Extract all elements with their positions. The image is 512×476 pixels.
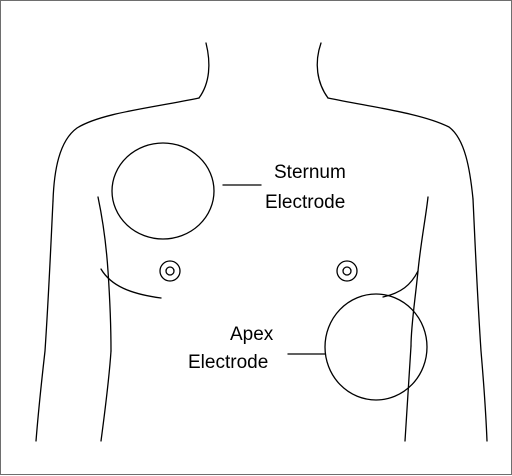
left-nipple-outer (160, 261, 180, 281)
sternum-label-line2: Electrode (265, 192, 345, 213)
right-nipple-outer (337, 261, 357, 281)
sternum-electrode (112, 143, 214, 239)
right-shoulder-line (328, 98, 473, 199)
right-nipple-inner (343, 267, 351, 275)
neck-left-line (199, 43, 209, 98)
neck-right-line (317, 43, 328, 98)
right-torso-side-line (405, 346, 411, 441)
apex-electrode (325, 294, 427, 400)
left-nipple-inner (166, 267, 174, 275)
apex-label-line1: Apex (230, 324, 274, 345)
left-torso-side-line (101, 351, 111, 441)
left-arm-outer-line (36, 201, 53, 441)
sternum-label-line1: Sternum (274, 162, 346, 183)
right-chest-contour (383, 271, 418, 297)
right-armpit-line (411, 197, 428, 346)
right-arm-outer-line (473, 199, 487, 441)
left-shoulder-line (53, 98, 199, 201)
apex-label-line2: Electrode (188, 352, 268, 373)
